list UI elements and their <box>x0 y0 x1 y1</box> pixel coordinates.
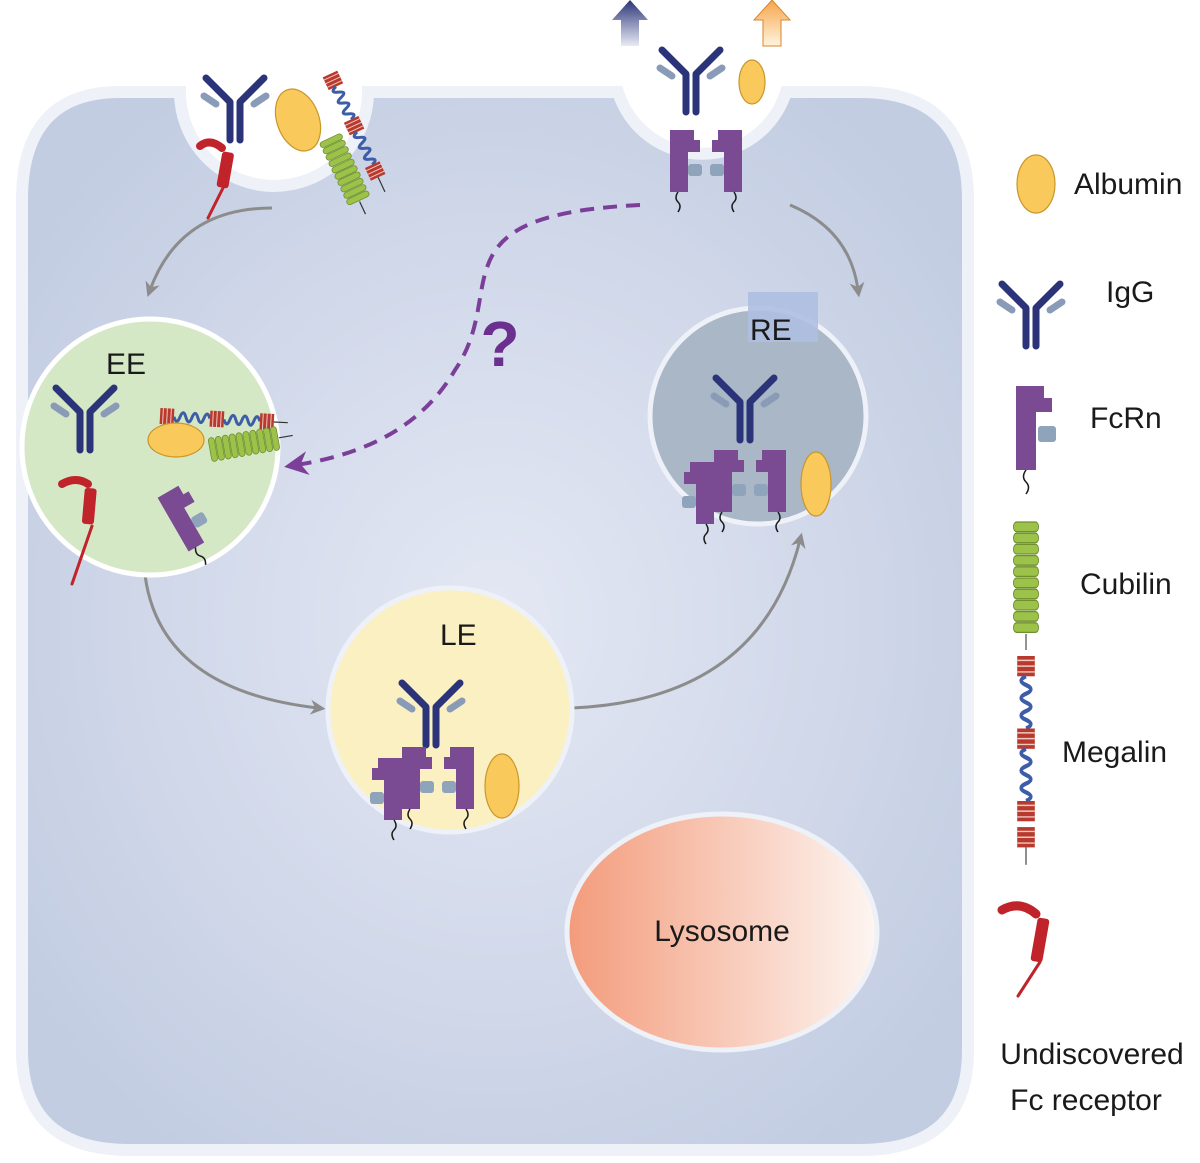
fc-receptor-legend-icon <box>997 901 1050 998</box>
arrow-le-to-re <box>571 532 806 710</box>
albumin-icon <box>484 753 520 819</box>
megalin-legend-icon <box>1016 655 1036 865</box>
legend: Albumin IgG FcRn Cubilin Megalin <box>997 154 1184 1117</box>
question-mark: ? <box>480 308 519 380</box>
late-endosome: LE <box>325 585 575 841</box>
albumin-icon <box>738 59 766 105</box>
legend-fcrn: FcRn <box>1090 402 1162 435</box>
trafficking-arrows <box>143 203 865 715</box>
albumin-icon <box>274 88 322 152</box>
igg-release-arrow-icon <box>612 0 648 46</box>
fc-receptor-icon <box>196 138 234 220</box>
igg-legend-icon <box>1000 284 1062 346</box>
dashed-arrow <box>284 203 641 476</box>
legend-fc-receptor-line2: Fc receptor <box>1010 1084 1162 1117</box>
re-label: RE <box>750 314 792 347</box>
recycling-endosome: RE <box>647 292 869 545</box>
ee-label: EE <box>106 348 146 381</box>
fc-receptor-icon <box>58 476 97 586</box>
uncertain-path: ? <box>284 203 641 476</box>
megalin-icon <box>159 407 288 431</box>
lysosome: Lysosome <box>564 811 880 1053</box>
albumin-legend-icon <box>1016 154 1056 214</box>
fcrn-legend-icon <box>1016 386 1056 495</box>
cubilin-icon <box>207 425 293 463</box>
cubilin-legend-icon <box>1012 521 1040 651</box>
arrow-ee-to-le <box>143 574 326 715</box>
arrow-pit-to-re <box>789 203 865 298</box>
cubilin-icon <box>318 132 371 215</box>
megalin-icon <box>322 70 386 193</box>
pit-right <box>612 0 792 213</box>
albumin-icon <box>147 422 205 458</box>
le-label: LE <box>440 619 477 652</box>
lysosome-label: Lysosome <box>654 915 790 948</box>
igg-icon <box>660 50 722 112</box>
igg-icon <box>204 78 266 140</box>
arrow-pit-to-ee <box>145 206 273 298</box>
albumin-release-arrow-icon <box>752 0 792 47</box>
albumin-icon <box>800 451 832 517</box>
legend-cubilin: Cubilin <box>1080 568 1172 601</box>
early-endosome: EE <box>19 316 293 586</box>
legend-igg: IgG <box>1106 276 1154 309</box>
legend-fc-receptor-line1: Undiscovered <box>1000 1038 1183 1071</box>
legend-albumin: Albumin <box>1074 168 1182 201</box>
legend-megalin: Megalin <box>1062 736 1167 769</box>
pit-left <box>196 70 386 220</box>
